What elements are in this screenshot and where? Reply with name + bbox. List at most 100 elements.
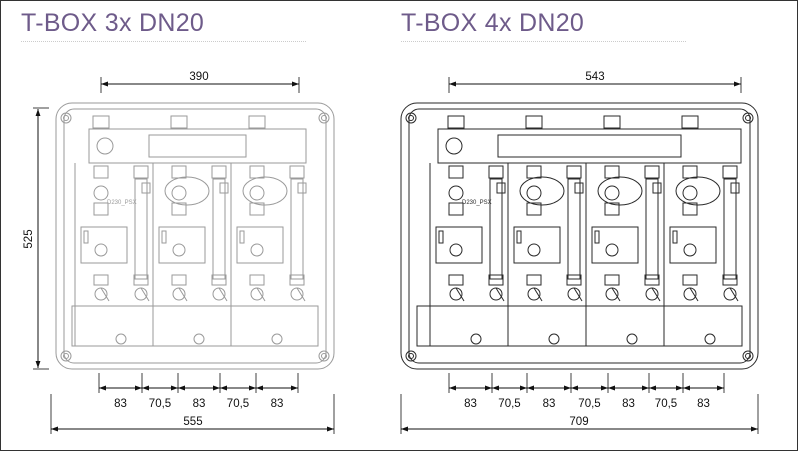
mounting-hole [742,350,754,362]
manifold-port [470,333,482,345]
pipe-nut [133,165,149,179]
enclosure-inner-frame [63,108,327,364]
spacing-label: 70,5 [149,398,171,410]
circulation-pump [591,226,639,264]
valve-handle [296,287,306,302]
valve-knob [604,185,620,201]
right-unit-drawing: D230_PSX [400,102,759,370]
valve-handle [729,287,739,302]
spacing-label: 83 [114,398,127,410]
mounting-hole-inner [408,115,414,121]
circulation-pump [158,226,206,264]
mounting-hole-inner [321,115,327,121]
spacing-label: 83 [193,398,206,410]
enclosure-frame [55,102,335,370]
valve-handle [573,287,583,302]
circulation-pump [513,226,561,264]
valve-handle [495,287,505,302]
thermometer-tag [574,182,584,194]
circulation-pump [435,226,483,264]
spacing-label: 83 [622,398,635,410]
manifold-port [704,333,716,345]
spacing-label: 83 [271,398,284,410]
pump-display [594,230,600,244]
pipe-nut [93,165,109,179]
left-height-dimension: 525 [23,229,35,248]
header-manifold [88,128,307,164]
return-pipe [290,178,304,280]
pipe-fitting [681,115,699,129]
valve-handle [455,287,465,302]
valve-handle [178,287,188,302]
header-label-plate [148,134,247,158]
valve-nut [488,274,504,286]
manifold-port [548,333,560,345]
right-overall-width: 709 [569,416,588,428]
pump-display [516,230,522,244]
mounting-hole [318,112,330,124]
thermometer-tag [496,182,506,194]
pipe-nut [682,202,698,216]
return-pipe [212,178,226,280]
spacing-label: 83 [697,398,710,410]
pipe-nut [526,202,542,216]
spacing-label: 70,5 [227,398,249,410]
bottom-manifold [71,305,319,347]
mixing-valve-actuator [597,176,643,206]
header-port [96,137,114,155]
valve-knob [171,185,187,201]
right-title-rule [401,41,686,42]
circulation-pump [669,226,717,264]
right-title: T-BOX 4x DN20 [401,9,585,37]
pump-display [438,230,444,244]
pump-knob [250,243,264,257]
mixing-valve-actuator [242,176,288,206]
valve-nut [211,274,227,286]
mounting-hole [742,112,754,124]
valve-nut [526,274,542,286]
mounting-hole [405,112,417,124]
ball-valve [250,287,264,301]
pipe-nut [93,202,109,216]
pipe-nut [289,165,305,179]
mounting-hole [60,350,72,362]
pipe-nut [566,165,582,179]
mounting-hole-inner [63,115,69,121]
pipe-nut [249,165,265,179]
left-unit-drawing: D230_PSX [55,102,335,370]
mounting-hole-inner [745,353,751,359]
valve-handle [218,287,228,302]
pump-knob [683,243,697,257]
pipe-nut [171,165,187,179]
spacing-label: 83 [464,398,477,410]
pump-knob [449,243,463,257]
valve-handle [611,287,621,302]
pump-knob [605,243,619,257]
pipe-nut [682,165,698,179]
circulation-pump [236,226,284,264]
left-overall-width: 555 [183,416,202,428]
valve-nut [93,274,109,286]
pump-display [239,230,245,244]
valve-knob [526,185,542,201]
circulation-pump [80,226,128,264]
pump-display [161,230,167,244]
pipe-nut [171,202,187,216]
valve-nut [722,274,738,286]
pipe-nut [604,165,620,179]
bottom-manifold [416,305,743,347]
valve-nut [682,274,698,286]
valve-nut [448,274,464,286]
valve-knob [93,185,109,201]
valve-nut [644,274,660,286]
mixing-valve-actuator [164,176,210,206]
valve-knob [682,185,698,201]
pipe-fitting [248,115,266,129]
manifold-port [193,333,205,345]
mounting-hole-inner [408,353,414,359]
valve-nut [566,274,582,286]
pipe-nut [526,165,542,179]
spacing-label: 83 [543,398,556,410]
